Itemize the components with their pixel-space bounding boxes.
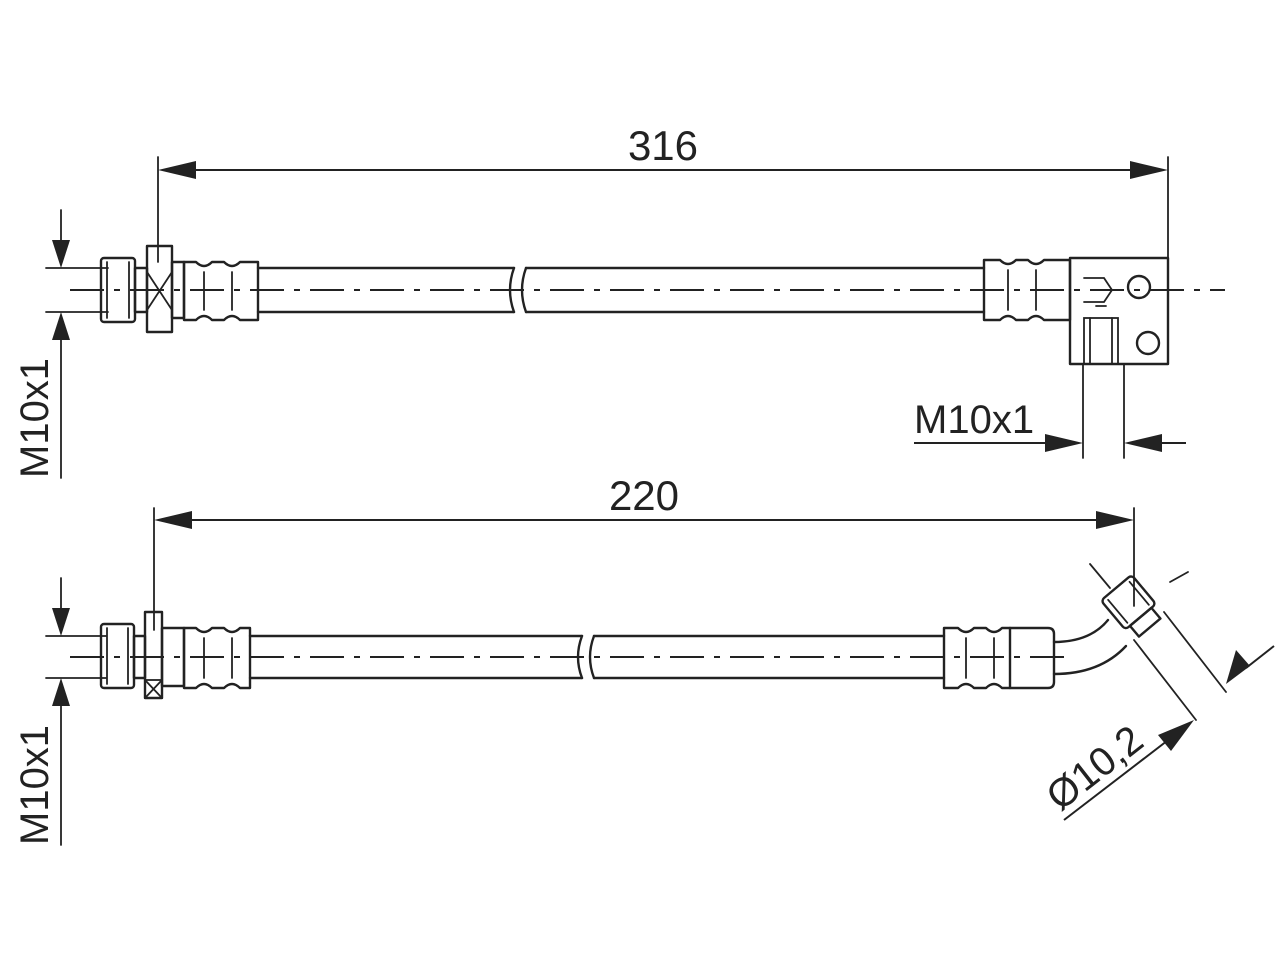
bracket-hole-lower <box>1135 330 1161 356</box>
top-left-thread-dimension <box>45 209 109 479</box>
bottom-angled-centerline-b <box>1169 571 1189 583</box>
bottom-hose-body <box>248 634 946 680</box>
top-length-dimension <box>157 156 1169 263</box>
bottom-angled-nut-fitting <box>1101 575 1162 638</box>
top-right-thread-label: M10x1 <box>914 398 1034 442</box>
bottom-diameter-dimension <box>1063 611 1275 821</box>
top-right-bracket-fitting <box>1068 256 1170 366</box>
top-hose-assembly: 316 M10x1 <box>13 122 1225 479</box>
bottom-length-dimension <box>153 507 1135 631</box>
bottom-left-thread-label: M10x1 <box>13 725 57 845</box>
bottom-bent-tube <box>1052 618 1128 676</box>
top-hose-body <box>256 266 986 314</box>
bottom-angled-centerline-a <box>1089 563 1111 589</box>
bottom-hose-assembly: 220 M10x1 <box>13 472 1275 846</box>
bottom-diameter-label: Ø10,2 <box>1038 717 1151 819</box>
top-length-label: 316 <box>628 122 698 169</box>
bottom-left-thread-dimension <box>45 577 107 846</box>
bottom-length-label: 220 <box>609 472 679 519</box>
top-right-thread-dimension <box>914 363 1186 459</box>
bottom-left-nut-fitting <box>99 610 186 700</box>
bracket-hole-upper <box>1126 274 1152 300</box>
top-left-thread-label: M10x1 <box>13 358 57 478</box>
